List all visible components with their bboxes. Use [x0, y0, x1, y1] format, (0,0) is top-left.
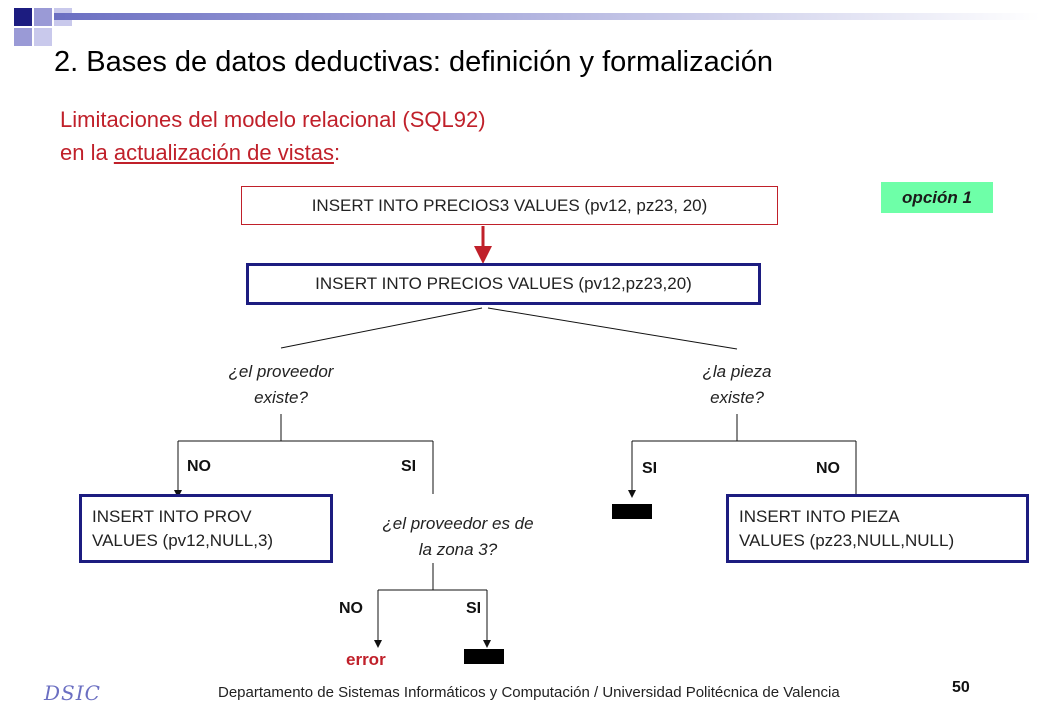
label-pieza-no: NO	[816, 460, 840, 477]
label-prov-si: SI	[401, 458, 417, 475]
terminal-block-zona	[464, 649, 504, 664]
subtitle-prefix: en la	[60, 140, 114, 165]
page-title: 2. Bases de datos deductivas: definición…	[54, 46, 773, 78]
deco-square-light	[34, 8, 52, 26]
question-proveedor-zona: ¿el proveedor es de la zona 3?	[382, 514, 534, 559]
label-zona-no: NO	[339, 600, 363, 617]
insert-precios-box: INSERT INTO PRECIOS VALUES (pv12,pz23,20…	[246, 263, 761, 305]
subtitle: Limitaciones del modelo relacional (SQL9…	[60, 103, 486, 169]
footer-text: Departamento de Sistemas Informáticos y …	[218, 684, 840, 701]
page-number: 50	[952, 679, 970, 696]
deco-square-light	[14, 28, 32, 46]
label-pieza-si: SI	[642, 460, 658, 477]
question-proveedor-existe: ¿el proveedor existe?	[228, 362, 334, 407]
deco-square-dark	[14, 8, 32, 26]
subtitle-suffix: :	[333, 140, 341, 165]
terminal-block-pieza	[612, 504, 652, 519]
subtitle-line-2: en la actualización de vistas:	[60, 136, 486, 169]
deco-square-pale	[34, 28, 52, 46]
insert-precios3-box: INSERT INTO PRECIOS3 VALUES (pv12, pz23,…	[241, 186, 778, 225]
subtitle-underlined: actualización de vistas	[113, 140, 334, 165]
option-badge: opción 1	[881, 182, 993, 213]
question-pieza-existe: ¿la pieza existe?	[702, 362, 772, 407]
subtitle-line-1: Limitaciones del modelo relacional (SQL9…	[60, 107, 486, 132]
dsic-logo: DSIC	[44, 681, 101, 705]
label-zona-si: SI	[466, 600, 482, 617]
header-gradient-bar	[54, 13, 1040, 20]
insert-pieza-box: INSERT INTO PIEZA VALUES (pz23,NULL,NULL…	[726, 494, 1029, 563]
error-label: error	[346, 650, 386, 669]
label-prov-no: NO	[187, 458, 211, 475]
insert-prov-box: INSERT INTO PROV VALUES (pv12,NULL,3)	[79, 494, 333, 563]
